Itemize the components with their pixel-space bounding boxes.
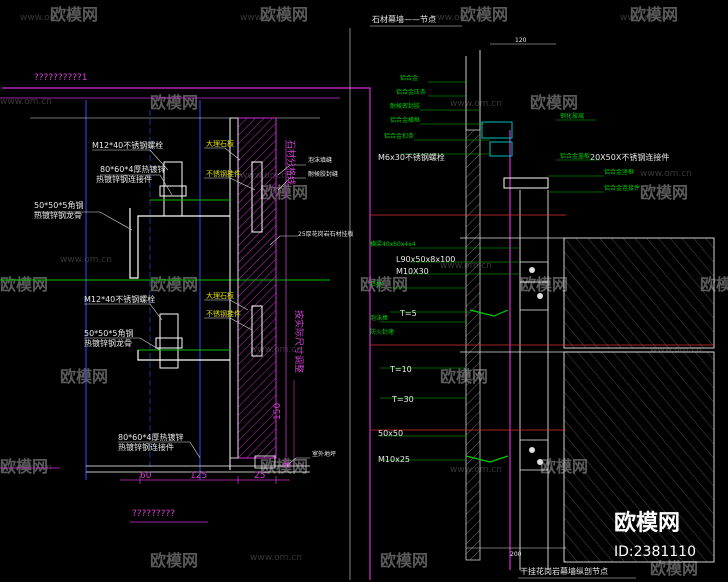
wm-text: 欧模网 xyxy=(150,551,198,570)
wm-text: 欧模网 xyxy=(260,457,308,476)
label-r2: 铝合金压条 xyxy=(396,88,426,96)
label-r7: M6x30不锈钢螺栓 xyxy=(378,152,445,162)
label-plate-top-1: 80*60*4厚热镀锌 xyxy=(100,164,165,174)
wm-url: www.om.cn xyxy=(620,13,672,23)
wm-text: 欧模网 xyxy=(650,559,698,578)
left-bottom-question: ????????? xyxy=(132,509,175,519)
concrete-slab xyxy=(563,351,715,563)
label-r13: L90x50x8x100 xyxy=(396,255,455,264)
label-r10: 铝合金竖框 xyxy=(604,168,634,176)
wm-text: 欧模网 xyxy=(380,551,428,570)
wm-url: www.om.cn xyxy=(640,169,692,179)
bolt-top xyxy=(163,161,183,217)
transom xyxy=(481,121,513,139)
wm-text: 欧模网 xyxy=(640,183,688,202)
label-r1: 铝合金 xyxy=(400,74,418,82)
label-r4: 铝合金横框 xyxy=(390,116,420,124)
label-seal-2: 耐候胶封缝 xyxy=(308,170,338,178)
label-angle-1: 50*50*5角钢 xyxy=(34,200,83,210)
right-bottom-title: 干挂花岗岩幕墙纵剖节点 xyxy=(520,566,608,576)
wm-text: 欧模网 xyxy=(520,275,568,294)
label-r15: 石材 xyxy=(370,280,382,288)
wm-text: 欧模网 xyxy=(150,275,198,294)
label-angle-2: 热镀锌钢龙骨 xyxy=(34,210,82,220)
dim-120: 120 xyxy=(515,37,527,44)
wm-url: www.om.cn xyxy=(430,13,482,23)
label-r19: T=10 xyxy=(389,365,412,374)
wm-text: 欧模网 xyxy=(440,367,488,386)
wm-text: 欧模网 xyxy=(260,5,308,24)
label-r9: 20X50X不锈钢连接件 xyxy=(590,152,669,162)
label-r8: 铝合金盖板 xyxy=(560,152,590,160)
dim-8: 8 xyxy=(283,462,293,468)
dim-150: 150 xyxy=(273,403,283,420)
wm-url: www.om.cn xyxy=(240,13,292,23)
angle-bracket-top xyxy=(129,208,230,279)
label-plate-top-2: 热镀锌钢连接件 xyxy=(96,174,152,184)
label-vert-2: 按实际尺寸调整 xyxy=(293,310,305,373)
wm-url: www.om.cn xyxy=(0,97,52,107)
label-r18: 防火封堵 xyxy=(370,328,394,336)
pin-mid xyxy=(251,305,263,357)
label-r14: M10X30 xyxy=(396,267,429,276)
label-pin-top: 不锈钢挂件 xyxy=(206,169,241,178)
label-groove: 25厚花岗岩石材挂板 xyxy=(298,230,354,238)
wm-text: 欧模网 xyxy=(0,275,48,294)
pin-top xyxy=(251,161,263,233)
wm-text: 欧模网 xyxy=(360,275,408,294)
wm-text: 欧模网 xyxy=(0,457,48,476)
label-r6: 钢化玻璃 xyxy=(560,112,584,120)
brand-logo-text: 欧模网 xyxy=(614,510,680,536)
label-stone-top: 大理石板 xyxy=(206,139,234,148)
bolt-mid xyxy=(159,313,179,369)
label-m12-mid: M12*40不锈钢螺栓 xyxy=(84,294,155,304)
wm-url: www.om.cn xyxy=(250,553,302,563)
wm-text: 欧模网 xyxy=(150,93,198,112)
label-r16: T=5 xyxy=(399,309,417,318)
dim-60: 60 xyxy=(140,471,152,481)
wm-text: 欧模网 xyxy=(60,367,108,386)
label-r5: 铝合金扣条 xyxy=(384,132,414,140)
wm-url: www.om.cn xyxy=(20,13,72,23)
wm-text: 欧模网 xyxy=(630,5,678,24)
label-r22: M10x25 xyxy=(378,455,410,464)
wm-url: www.om.cn xyxy=(450,99,502,109)
label-seal-1: 泡沫填缝 xyxy=(308,156,332,164)
right-title: 石材幕墙——节点 xyxy=(372,14,436,24)
left-section-drawing: ??????????1 xyxy=(0,73,371,580)
label-floor: 室外地坪 xyxy=(312,450,336,458)
wm-text: 欧模网 xyxy=(460,5,508,24)
label-angle-mid-1: 50*50*5角钢 xyxy=(84,328,133,338)
stone-panel xyxy=(237,117,277,459)
label-r21: 50x50 xyxy=(378,429,403,438)
bracket-lower xyxy=(519,439,549,471)
left-title-question: ??????????1 xyxy=(34,73,88,83)
label-r17: 泡沫棒 xyxy=(370,314,388,322)
dim-25: 25 xyxy=(254,471,265,481)
label-pin-mid: 不锈钢挂件 xyxy=(206,309,241,318)
label-vert-1: 石材分格线 xyxy=(285,140,297,185)
label-angle-mid-2: 热镀锌钢龙骨 xyxy=(84,338,132,348)
right-section-drawing: 石材幕墙——节点 120 xyxy=(349,14,715,580)
magenta-border xyxy=(2,87,371,580)
label-plate-bot-1: 80*60*4厚热镀锌 xyxy=(118,432,183,442)
label-r11: 铝合金连接件 xyxy=(604,184,640,192)
label-r20: T=30 xyxy=(391,395,414,404)
label-stone-mid: 大理石板 xyxy=(206,291,234,300)
dim-200: 200 xyxy=(510,551,522,558)
wm-text: 欧模网 xyxy=(530,93,578,112)
wm-url: www.om.cn xyxy=(650,345,702,355)
dim-125: 125 xyxy=(190,471,207,481)
label-m12-top: M12*40不锈钢螺栓 xyxy=(92,140,163,150)
wm-text: 欧模网 xyxy=(50,5,98,24)
label-r12: 横梁40x60x4x4 xyxy=(370,240,416,248)
label-r3: 耐候密封胶 xyxy=(390,102,420,110)
brand-id: ID:2381110 xyxy=(614,544,696,560)
concrete-slab xyxy=(563,237,715,349)
label-plate-bot-2: 热镀锌钢连接件 xyxy=(118,442,174,452)
